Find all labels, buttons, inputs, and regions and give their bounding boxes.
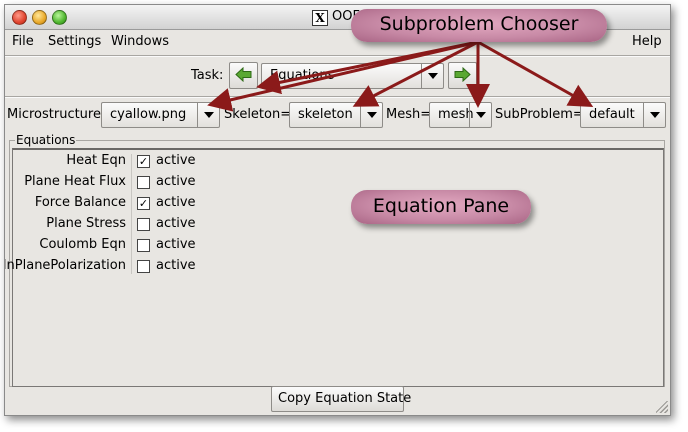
mesh-value: mesh	[438, 107, 474, 122]
equation-name: Plane Heat Flux	[24, 174, 126, 189]
equation-name: InPlanePolarization	[4, 258, 126, 273]
previous-task-button[interactable]	[229, 62, 258, 89]
x11-icon: X	[312, 10, 328, 26]
active-label: active	[156, 237, 196, 252]
mesh-label: Mesh=	[386, 107, 432, 122]
task-label: Task:	[191, 68, 224, 83]
equation-active-checkbox[interactable]: ✓	[137, 197, 150, 210]
left-arrow-icon	[235, 67, 252, 82]
active-label: active	[156, 195, 196, 210]
equation-active-checkbox[interactable]	[137, 239, 150, 252]
menu-bar: File Settings Windows Help	[5, 30, 670, 53]
microstructure-chooser[interactable]: cyallow.png	[101, 102, 220, 128]
subproblem-chooser-row: Microstructure= cyallow.png Skeleton= sk…	[5, 101, 670, 131]
chevron-down-icon	[643, 103, 665, 127]
arrow-to-microstructure	[207, 40, 479, 112]
menu-help[interactable]: Help	[632, 34, 662, 49]
equations-frame: Equations Heat Eqn ✓ active Plane Heat F…	[5, 133, 665, 387]
microstructure-value: cyallow.png	[110, 107, 187, 122]
separator	[5, 96, 670, 98]
close-window-icon[interactable]	[12, 10, 27, 25]
arrow-to-subproblem	[477, 40, 594, 107]
chevron-down-icon	[197, 103, 219, 127]
equation-name: Force Balance	[34, 195, 126, 210]
chevron-down-icon	[421, 64, 443, 88]
equation-active-checkbox[interactable]	[137, 176, 150, 189]
active-label: active	[156, 153, 196, 168]
active-label: active	[156, 174, 196, 189]
menu-windows[interactable]: Windows	[111, 34, 170, 49]
column-divider	[131, 154, 132, 274]
equation-name: Plane Stress	[46, 216, 126, 231]
menu-settings[interactable]: Settings	[48, 34, 102, 49]
equation-name: Heat Eqn	[66, 153, 126, 168]
right-arrow-icon	[454, 67, 471, 82]
subproblem-value: default	[589, 107, 635, 122]
equation-active-checkbox[interactable]: ✓	[137, 155, 150, 168]
subproblem-label: SubProblem=	[495, 107, 584, 122]
subproblem-chooser[interactable]: default	[580, 102, 666, 128]
minimize-window-icon[interactable]	[32, 10, 47, 25]
chevron-down-icon	[360, 103, 382, 127]
resize-grip-icon[interactable]	[656, 401, 668, 413]
skeleton-label: Skeleton=	[224, 107, 292, 122]
arrow-to-skeleton	[352, 40, 479, 107]
skeleton-value: skeleton	[298, 107, 353, 122]
skeleton-chooser[interactable]: skeleton	[289, 102, 383, 128]
menu-file[interactable]: File	[12, 34, 34, 49]
copy-equation-state-label: Copy Equation State	[278, 391, 412, 406]
active-label: active	[156, 216, 196, 231]
equation-active-checkbox[interactable]	[137, 218, 150, 231]
microstructure-label: Microstructure=	[7, 107, 112, 122]
equations-frame-title: Equations	[15, 133, 77, 147]
equation-name: Coulomb Eqn	[39, 237, 126, 252]
copy-equation-state-button[interactable]: Copy Equation State	[271, 386, 411, 412]
chevron-down-icon	[469, 103, 491, 127]
equations-pane: Heat Eqn ✓ active Plane Heat Flux active…	[5, 148, 664, 387]
equation-active-checkbox[interactable]	[137, 260, 150, 273]
zoom-window-icon[interactable]	[52, 10, 67, 25]
separator	[5, 55, 670, 57]
equation-pane-callout: Equation Pane	[351, 190, 531, 224]
subproblem-chooser-callout: Subproblem Chooser	[351, 9, 607, 42]
active-label: active	[156, 258, 196, 273]
